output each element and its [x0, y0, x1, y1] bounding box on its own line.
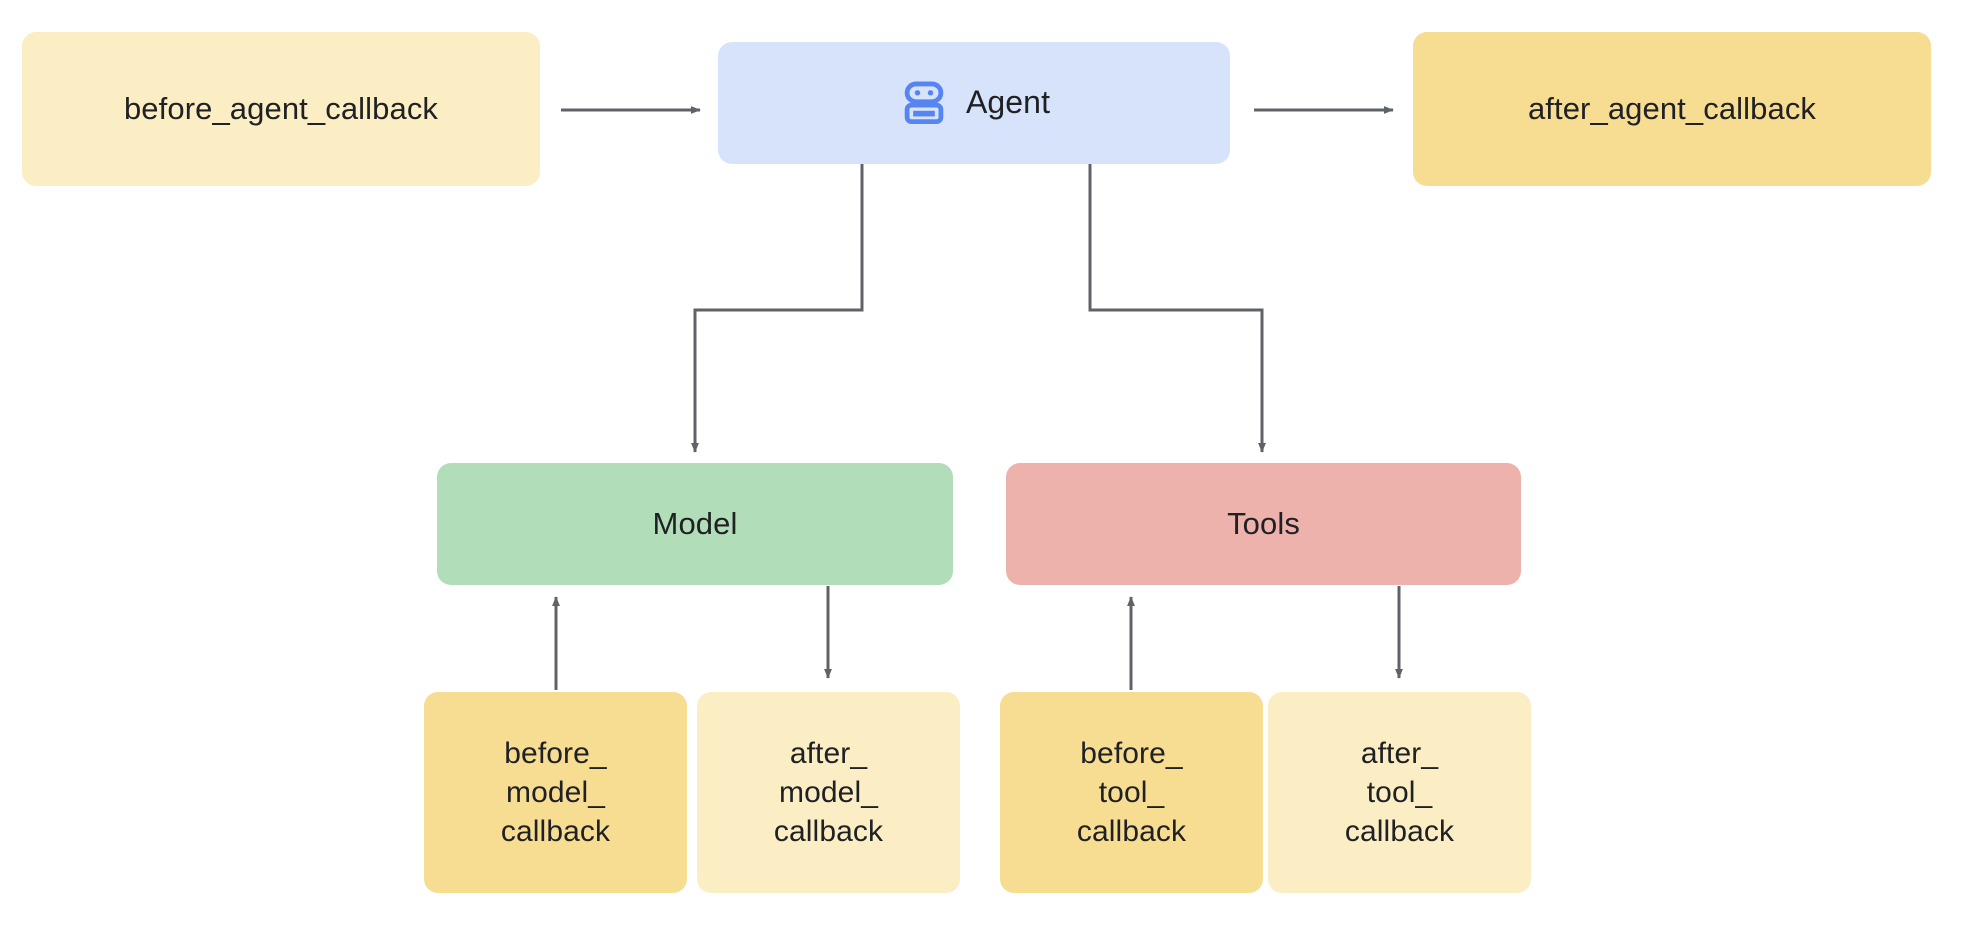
node-label-tools: Tools: [1227, 505, 1300, 541]
robot-icon: [904, 81, 944, 125]
node-before-tool-callback[interactable]: before_ tool_ callback: [1000, 692, 1263, 893]
node-tools[interactable]: Tools: [1006, 463, 1521, 585]
node-before-agent-callback[interactable]: before_agent_callback: [22, 32, 540, 186]
node-label-before-tool-callback: before_ tool_ callback: [1076, 737, 1187, 848]
node-label-after-model-callback: after_ model_ callback: [773, 737, 884, 848]
connector-agent-to-tools: [1088, 164, 1266, 453]
node-after-tool-callback[interactable]: after_ tool_ callback: [1268, 692, 1531, 893]
node-label-agent: Agent: [965, 84, 1051, 121]
node-label-before-agent-callback: before_agent_callback: [123, 90, 439, 126]
node-before-model-callback[interactable]: before_ model_ callback: [424, 692, 687, 893]
connector-agent-to-model: [691, 164, 864, 453]
node-label-model: Model: [652, 505, 738, 541]
edge-paths: [552, 106, 1403, 690]
node-agent[interactable]: Agent: [718, 42, 1230, 164]
node-label-after-tool-callback: after_ tool_ callback: [1344, 737, 1455, 848]
node-label-after-agent-callback: after_agent_callback: [1527, 90, 1817, 126]
node-label-before-model-callback: before_ model_ callback: [500, 737, 611, 848]
agent-node-content: Agent: [898, 77, 1050, 129]
node-after-agent-callback[interactable]: after_agent_callback: [1413, 32, 1931, 186]
node-after-model-callback[interactable]: after_ model_ callback: [697, 692, 960, 893]
node-model[interactable]: Model: [437, 463, 953, 585]
